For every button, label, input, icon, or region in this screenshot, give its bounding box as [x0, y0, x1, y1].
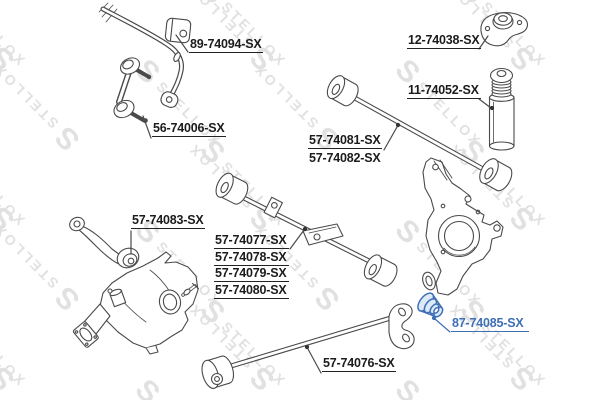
leader-dots — [302, 105, 495, 350]
part-label-lateral-rod-a: 57-74081-SX — [308, 133, 383, 149]
part-label-strut-mount: 12-74038-SX — [407, 33, 482, 49]
trailing-arm — [201, 303, 415, 389]
differential — [72, 251, 200, 355]
part-label-upper-arm-a: 57-74077-SX — [214, 233, 289, 249]
strut-mount — [480, 12, 528, 47]
upper-arm — [215, 172, 398, 287]
leader-lines — [130, 34, 492, 374]
shock-boot — [488, 67, 515, 151]
control-arm — [69, 216, 140, 269]
knuckle — [422, 157, 504, 296]
stabilizer-bar-bushing — [164, 17, 192, 44]
part-label-stabilizer-link: 56-74006-SX — [152, 121, 227, 137]
part-label-lateral-rod-b: 57-74082-SX — [309, 151, 381, 165]
stabilizer-link — [113, 57, 152, 123]
part-label-upper-arm-d: 57-74080-SX — [214, 283, 289, 299]
lateral-rod — [326, 75, 513, 192]
part-label-stabilizer-bushing: 89-74094-SX — [189, 37, 264, 53]
part-label-control-arm: 57-74083-SX — [131, 213, 206, 229]
highlighted-bushing[interactable] — [415, 290, 448, 322]
part-label-highlighted-bushing[interactable]: 87-74085-SX — [451, 316, 530, 332]
stabilizer-bar — [98, 2, 184, 108]
part-label-upper-arm-b: 57-74078-SX — [214, 250, 289, 266]
part-label-shock-boot: 11-74052-SX — [407, 83, 481, 99]
part-label-upper-arm-c: 57-74079-SX — [214, 266, 289, 282]
part-label-trailing-arm: 57-74076-SX — [322, 356, 397, 372]
